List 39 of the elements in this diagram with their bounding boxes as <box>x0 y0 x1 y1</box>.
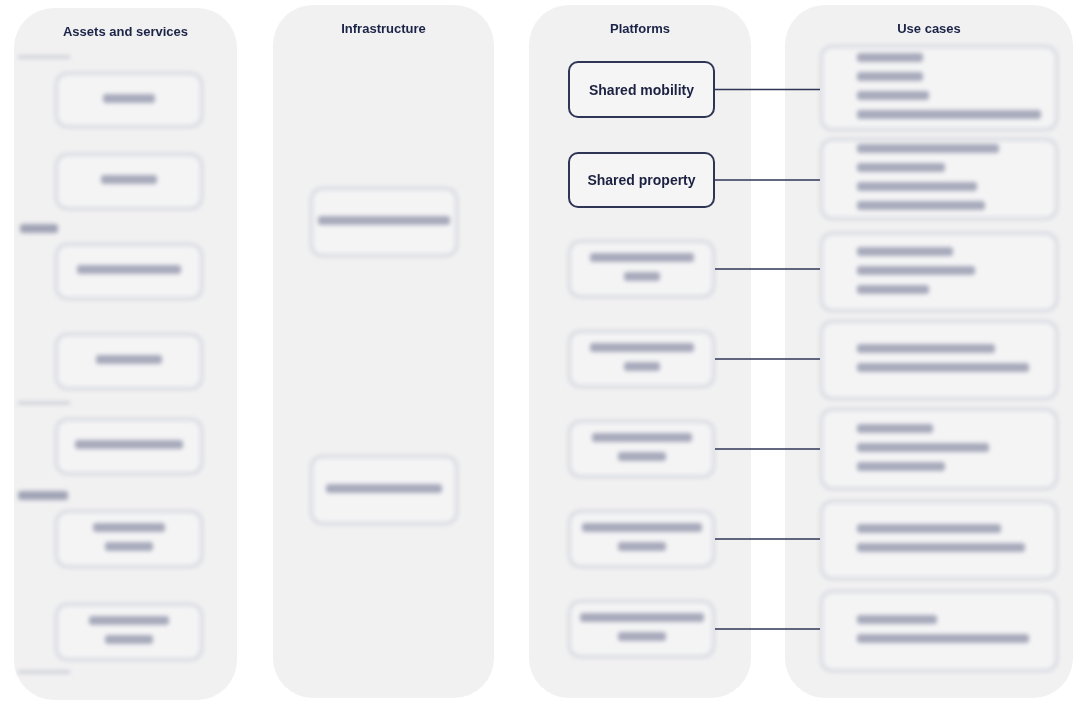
blurred-box <box>55 510 203 568</box>
blurred-box <box>568 330 715 388</box>
column-panel <box>14 8 237 700</box>
blurred-box <box>820 232 1058 312</box>
blurred-box <box>55 153 203 210</box>
blurred-box <box>820 320 1058 400</box>
blurred-box <box>568 420 715 478</box>
blurred-box <box>820 408 1058 490</box>
connector-line <box>714 538 821 540</box>
blurred-box <box>55 72 203 128</box>
blurred-box <box>820 590 1058 672</box>
platform-box <box>568 61 715 118</box>
connector-line <box>714 179 821 181</box>
column-heading: Infrastructure <box>340 20 427 38</box>
blurred-box <box>55 333 203 390</box>
blurred-box <box>310 187 458 257</box>
connector-line <box>714 448 821 450</box>
connector-line <box>714 628 821 630</box>
blurred-box <box>568 510 715 568</box>
blurred-box <box>55 418 203 475</box>
blurred-box <box>55 243 203 300</box>
blurred-box <box>820 500 1058 580</box>
column-panel <box>529 5 751 698</box>
column-heading: Use cases <box>896 20 962 38</box>
column-heading: Platforms <box>609 20 671 38</box>
blurred-box <box>820 138 1058 220</box>
platform-box <box>568 152 715 208</box>
connector-line <box>714 268 821 270</box>
connector-line <box>714 358 821 360</box>
column-heading: Assets and services <box>62 23 189 41</box>
blurred-box <box>310 455 458 525</box>
box-label: Shared mobility <box>589 80 694 99</box>
blurred-box <box>568 600 715 658</box>
column-panel <box>273 5 494 698</box>
box-label: Shared property <box>587 171 696 189</box>
connector-line <box>714 88 821 91</box>
blurred-box <box>568 240 715 298</box>
blurred-box <box>55 603 203 661</box>
column-panel <box>785 5 1073 698</box>
